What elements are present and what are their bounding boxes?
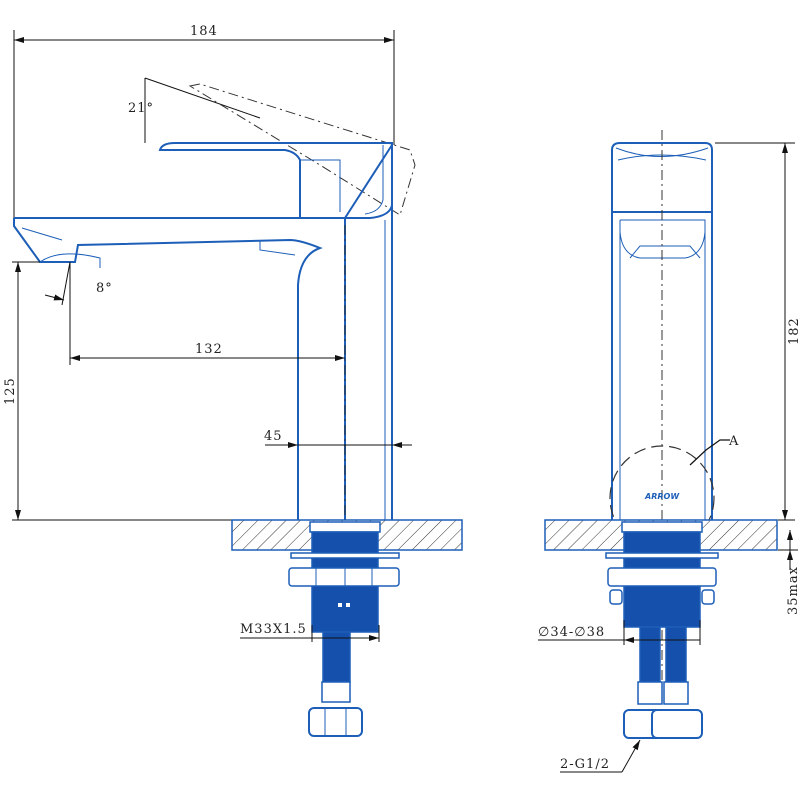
dimension-label-125: 125 <box>3 377 18 405</box>
handle-detail <box>300 159 341 212</box>
brand-logo: ARROW <box>644 492 680 501</box>
dimension-label-132: 132 <box>195 342 223 357</box>
supply-hose-left <box>639 626 661 683</box>
handle-lever <box>158 142 393 219</box>
body <box>344 144 393 520</box>
side-view: 184 21° 8° 132 125 45 <box>3 24 463 737</box>
angle-arrow <box>44 294 65 301</box>
angle-label-8: 8° <box>96 281 113 296</box>
hose-nut <box>651 709 703 739</box>
angle-line <box>61 261 71 306</box>
max-thickness-label: 35max <box>786 566 800 615</box>
supply-hose <box>322 631 351 683</box>
spout-detail <box>21 227 296 268</box>
handle-front <box>611 142 713 213</box>
washer <box>605 552 719 559</box>
detail-label-a: A <box>728 434 739 449</box>
hose-ferrule <box>321 681 351 703</box>
angle-label-21: 21° <box>128 101 154 116</box>
dimension-label-182: 182 <box>787 317 800 345</box>
handle-detail <box>364 145 384 215</box>
washer <box>290 552 400 559</box>
angle-line <box>144 77 261 119</box>
hose-nut <box>308 707 363 737</box>
dimension-label-184: 184 <box>190 24 218 39</box>
front-view: A ARROW 182 35max ∅34-∅38 2-G1 <box>538 130 800 773</box>
base-ring <box>309 521 381 533</box>
dimension-label-45: 45 <box>264 429 283 444</box>
lock-nut <box>288 567 400 587</box>
handle-detail <box>615 147 709 161</box>
leader-arrow <box>621 739 641 773</box>
hole-diameter-label: ∅34-∅38 <box>538 625 605 640</box>
thread-label: M33X1.5 <box>240 622 307 637</box>
lock-nut <box>607 567 717 587</box>
spout <box>13 217 346 520</box>
body-front <box>611 212 713 520</box>
aerator <box>629 245 701 259</box>
detail-leader <box>689 439 730 466</box>
hose-connection-label: 2-G1/2 <box>560 757 610 772</box>
rotated-handle-outline <box>188 83 416 216</box>
supply-hose-right <box>665 626 687 683</box>
